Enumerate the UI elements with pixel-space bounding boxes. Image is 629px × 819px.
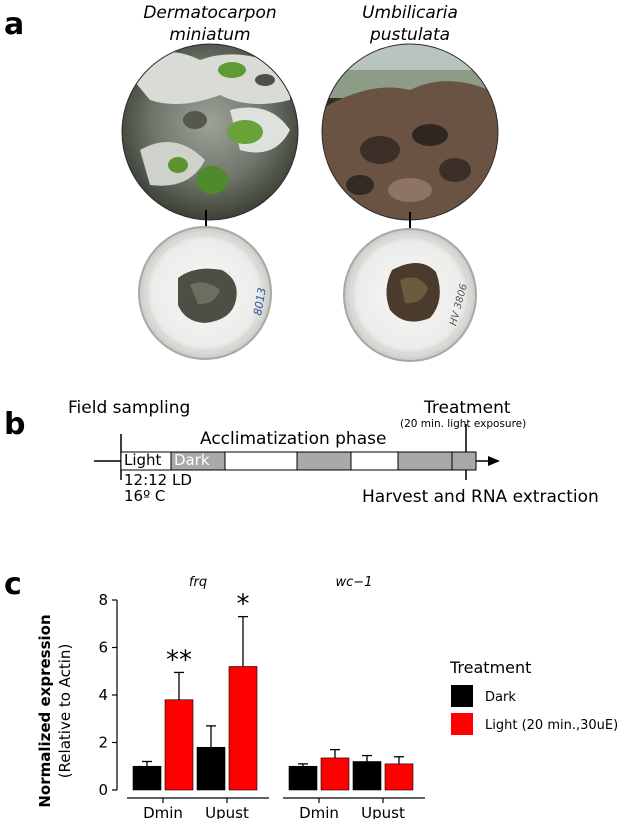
cycle-light-2 <box>224 451 298 471</box>
legend-swatch-1 <box>451 713 473 735</box>
y-tick-label-1: 2 <box>98 734 108 752</box>
acclimatization-label: Acclimatization phase <box>200 429 387 449</box>
y-tick-label-4: 8 <box>98 591 108 609</box>
species-title-left: Dermatocarpon miniatum <box>118 2 302 46</box>
cycle-dark-3 <box>397 451 453 471</box>
species-title-right: Umbilicaria pustulata <box>322 2 498 46</box>
dark-label: Dark <box>174 451 210 469</box>
umbilicaria-petri-dish <box>343 228 477 362</box>
y-tick-label-3: 6 <box>98 639 108 657</box>
legend-label-0: Dark <box>485 690 516 705</box>
cycle-light-3 <box>350 451 399 471</box>
field-sampling-label: Field sampling <box>68 398 191 418</box>
x-tick-label-1-0: Dmin <box>299 804 339 819</box>
legend-title: Treatment <box>449 658 531 677</box>
bar-0-0-0 <box>132 765 162 791</box>
panel-a-photos <box>121 43 499 362</box>
facet-title-1: wc−1 <box>336 575 373 590</box>
panel-c-letter: c <box>4 567 22 602</box>
significance-0-1: * <box>237 590 250 620</box>
y-tick-label-0: 0 <box>98 781 108 799</box>
treatment-note: (20 min. light exposure) <box>400 418 527 430</box>
bar-0-0-1 <box>164 699 194 791</box>
bar-1-0-1 <box>320 757 350 791</box>
significance-0-0: ** <box>166 645 192 675</box>
y-axis-subtitle: (Relative to Actin) <box>56 644 74 779</box>
timeline <box>94 424 500 480</box>
x-tick-label-0-1: Upust <box>205 804 249 819</box>
x-tick-label-1-1: Upust <box>361 804 405 819</box>
legend-label-1: Light (20 min.,30uE) <box>485 718 618 733</box>
bar-1-0-0 <box>288 765 318 791</box>
y-axis-title: Normalized expression <box>36 614 54 807</box>
harvest-label: Harvest and RNA extraction <box>362 487 599 507</box>
light-label: Light <box>124 451 162 469</box>
bar-0-1-0 <box>196 746 226 791</box>
x-tick-label-0-0: Dmin <box>143 804 183 819</box>
treatment-label: Treatment <box>424 398 511 418</box>
panel-a-letter: a <box>4 7 25 42</box>
bar-1-1-0 <box>352 761 382 791</box>
temp-label: 16º C <box>124 487 166 505</box>
timeline-arrowhead <box>488 456 500 466</box>
light-dark-cycles <box>120 451 477 471</box>
cycle-dark-4 <box>451 451 477 471</box>
species-genus-right: Umbilicaria <box>362 3 458 23</box>
umbilicaria-field-photo <box>322 44 498 220</box>
cycle-dark-2 <box>296 451 352 471</box>
species-epithet-right: pustulata <box>369 25 451 45</box>
legend-swatch-0 <box>451 685 473 707</box>
dermatocarpon-petri-dish <box>138 226 272 360</box>
y-tick-label-2: 4 <box>98 686 108 704</box>
species-genus-left: Dermatocarpon <box>143 3 277 23</box>
dermatocarpon-field-photo <box>122 44 298 220</box>
bar-0-1-1 <box>228 666 258 791</box>
ld-label: 12:12 LD <box>124 471 192 489</box>
facet-title-0: frq <box>189 575 207 590</box>
species-epithet-left: miniatum <box>169 25 251 45</box>
bar-1-1-1 <box>384 763 414 791</box>
panel-b-letter: b <box>4 407 26 442</box>
